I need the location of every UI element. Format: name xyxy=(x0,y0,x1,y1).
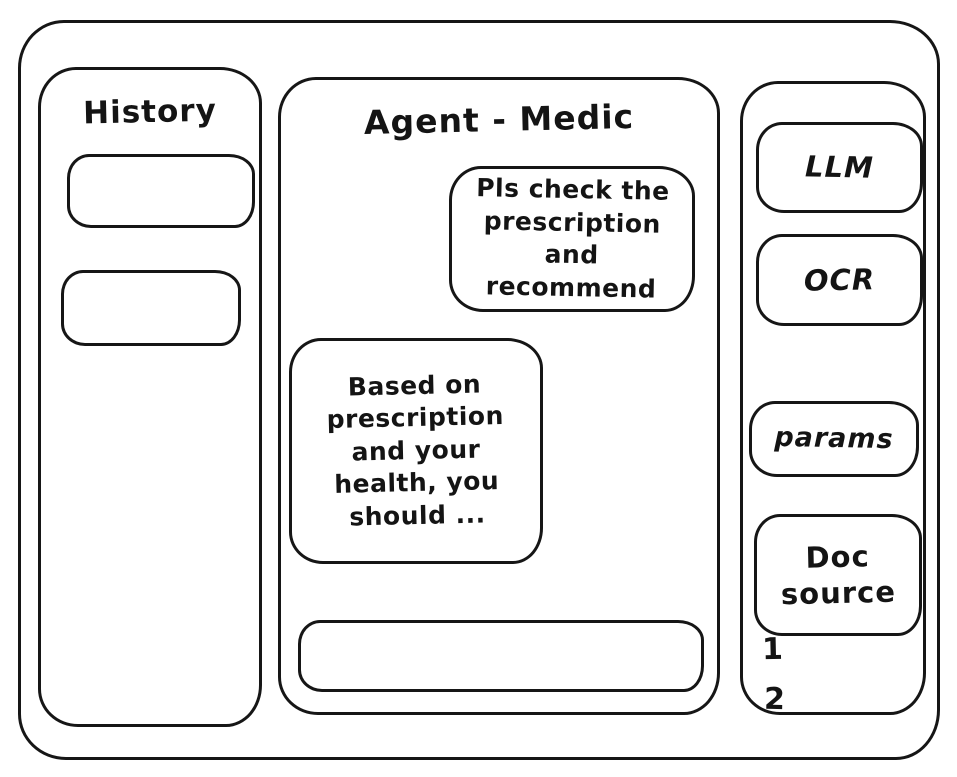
assistant-message-bubble: Based on prescription and your health, y… xyxy=(289,338,543,564)
ocr-button-label: OCR xyxy=(803,262,876,298)
history-title: History xyxy=(82,92,218,132)
chat-input[interactable] xyxy=(298,620,704,692)
doc-source-item-1[interactable]: 1 xyxy=(761,631,784,668)
ocr-button[interactable]: OCR xyxy=(756,234,923,326)
chat-title: Agent - Medic xyxy=(363,96,635,143)
history-sidebar: History xyxy=(38,67,262,727)
doc-source-button-label: Doc source xyxy=(780,539,897,612)
history-item-2[interactable] xyxy=(61,270,241,346)
llm-button[interactable]: LLM xyxy=(756,122,923,213)
params-button-label: params xyxy=(774,421,894,456)
llm-button-label: LLM xyxy=(804,149,875,186)
user-message-text: Pls check the prescription and recommend xyxy=(475,173,670,304)
tools-panel: LLM OCR params Doc source 1 2 xyxy=(740,81,926,718)
doc-source-item-2[interactable]: 2 xyxy=(763,681,786,718)
user-message-bubble: Pls check the prescription and recommend xyxy=(449,166,695,312)
assistant-message-text: Based on prescription and your health, y… xyxy=(326,369,505,532)
history-item-1[interactable] xyxy=(67,154,255,228)
app-frame: History Agent - Medic Pls check the pres… xyxy=(18,20,940,760)
doc-source-button[interactable]: Doc source xyxy=(754,514,922,636)
params-button[interactable]: params xyxy=(749,401,919,477)
chat-panel: Agent - Medic Pls check the prescription… xyxy=(278,77,720,715)
